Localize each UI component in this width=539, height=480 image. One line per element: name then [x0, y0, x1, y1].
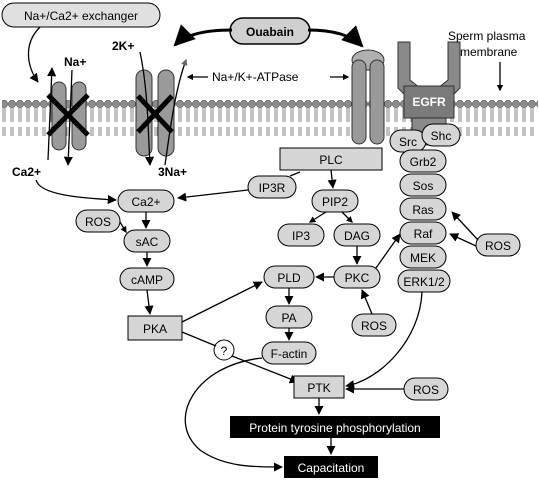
plc-ip3r-link	[289, 171, 301, 177]
egfr-receptor: EGFR	[397, 41, 461, 146]
ouabain-arrow-left	[173, 24, 233, 47]
question-to-ptk-arrow	[231, 355, 299, 384]
raf-label: Raf	[414, 227, 433, 241]
ros-left-label: ROS	[85, 215, 111, 229]
ip3r-to-ca-arrow	[177, 189, 249, 202]
ca-bottom-label: Ca2+	[12, 165, 41, 179]
ca-out-arrow	[47, 67, 57, 161]
camp-to-pka-arrow	[144, 289, 154, 315]
plc-label: PLC	[319, 153, 343, 167]
ras-node	[399, 197, 447, 221]
erk-node	[397, 269, 451, 293]
ptk-label: PTK	[307, 381, 330, 395]
ouabain-box: Ouabain	[229, 17, 311, 45]
ros-raf-node	[475, 233, 521, 257]
dag-label: DAG	[344, 229, 370, 243]
sos-label: Sos	[413, 179, 434, 193]
atpase-label: Na+/K+-ATPase	[212, 70, 299, 84]
ptp-box	[230, 416, 440, 438]
ros-pkc-node	[351, 313, 397, 337]
grb2-node	[399, 149, 447, 173]
exchanger-arrow	[27, 26, 41, 83]
raf-node	[399, 221, 447, 245]
ros-ptk-label: ROS	[413, 383, 439, 397]
capacitation-box	[284, 456, 378, 478]
adaptor-column: Src Shc Grb2 Sos Ras Raf MEK ERK1/2	[389, 123, 461, 293]
sac-label: sAC	[136, 235, 159, 249]
capacitation-label: Capacitation	[298, 461, 365, 475]
ip3r-node	[247, 175, 297, 199]
exchanger-label: Na+/Ca2+ exchanger	[24, 9, 138, 23]
membrane-label-line2: membrane	[460, 45, 518, 59]
ros-left-node	[75, 209, 121, 233]
ros-raf-label: ROS	[485, 239, 511, 253]
ip3-label: IP3	[292, 229, 310, 243]
ros-pkc-label: ROS	[361, 319, 387, 333]
camp-label: cAMP	[131, 273, 163, 287]
two-k-label: 2K+	[112, 39, 134, 53]
na-in-arrow	[63, 69, 73, 166]
ouabain-arrow-right	[307, 25, 364, 48]
pld-label: PLD	[277, 271, 301, 285]
src-label: Src	[399, 135, 417, 149]
pka-label: PKA	[143, 322, 167, 336]
pip2-to-ip3-arrow	[308, 211, 327, 223]
na-k-atpase-right	[351, 49, 385, 145]
ip3r-label: IP3R	[259, 181, 286, 195]
pka-to-pld-arrow	[181, 281, 263, 323]
plc-to-pip2-arrow	[327, 169, 337, 189]
na-out-arrow	[164, 58, 188, 166]
sos-node	[399, 173, 447, 197]
exchanger-channel	[46, 81, 90, 151]
question-node	[213, 339, 235, 361]
k-in-arrow	[139, 51, 155, 166]
ros-to-ras-arrow	[451, 211, 479, 241]
exchanger-label-box: Na+/Ca2+ exchanger	[1, 2, 161, 28]
pka-question-link	[181, 331, 217, 347]
pip2-node	[311, 189, 359, 213]
ip3-node	[277, 223, 325, 247]
f-actin-label: F-actin	[271, 347, 308, 361]
pip2-to-dag-arrow	[341, 211, 353, 223]
erk-label: ERK1/2	[403, 275, 445, 289]
ros-to-pkc-arrow	[360, 289, 373, 315]
pa-label: PA	[281, 311, 296, 325]
ros-to-raf-arrow	[449, 233, 477, 247]
pip2-label: PIP2	[322, 195, 348, 209]
ras-label: Ras	[412, 203, 433, 217]
ros-to-sac-arrow	[119, 221, 127, 234]
mek-label: MEK	[410, 251, 436, 265]
shc-node	[421, 123, 461, 147]
ptp-label: Protein tyrosine phosphorylation	[249, 421, 420, 435]
egfr-label: EGFR	[412, 95, 446, 109]
shc-label: Shc	[431, 129, 452, 143]
membrane-label-line1: Sperm plasma	[448, 29, 526, 43]
na-top-label: Na+	[64, 55, 86, 69]
ca2-label: Ca2+	[131, 195, 160, 209]
erk-to-ptk-arrow	[345, 291, 423, 390]
pkc-label: PKC	[345, 271, 370, 285]
three-na-label: 3Na+	[158, 165, 187, 179]
pka-node	[127, 315, 183, 341]
grb2-label: Grb2	[410, 155, 437, 169]
factin-to-cap-arrow	[184, 357, 283, 472]
ouabain-label: Ouabain	[246, 25, 294, 39]
f-actin-node	[261, 341, 317, 365]
pkc-to-raf-arrow	[375, 233, 401, 269]
ca-entry-arrow	[35, 179, 117, 205]
question-label: ?	[221, 344, 228, 358]
mek-node	[399, 245, 447, 269]
